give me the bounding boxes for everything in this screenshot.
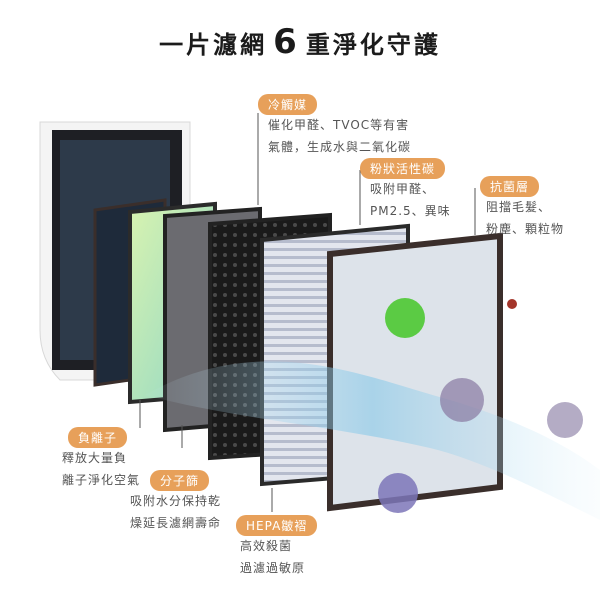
desc-activated-carbon: 吸附甲醛、 PM2.5、異味	[370, 178, 451, 222]
desc-line: 催化甲醛、TVOC等有害	[268, 118, 410, 132]
airflow-stream	[145, 361, 600, 520]
desc-line: 離子淨化空氣	[62, 473, 141, 487]
badge-hepa: HEPA皺褶	[236, 515, 318, 536]
desc-line: 過濾過敏原	[240, 561, 306, 575]
desc-line: 吸附甲醛、	[370, 182, 436, 196]
title-post: 重淨化守護	[305, 31, 441, 59]
desc-line: 氣體，生成水與二氧化碳	[268, 140, 412, 154]
bacteria-icon	[547, 402, 583, 438]
title-pre: 一片濾網	[159, 31, 268, 59]
desc-line: 阻擋毛髮、	[486, 200, 552, 214]
leader-lines	[139, 113, 476, 512]
badge-negative-ion: 負離子	[68, 427, 128, 448]
badge-activated-carbon: 粉狀活性碳	[360, 158, 446, 179]
badge-antibacterial: 抗菌層	[480, 176, 540, 197]
desc-line: 高效殺菌	[240, 539, 293, 553]
desc-negative-ion: 釋放大量負 離子淨化空氣	[62, 447, 140, 491]
desc-molecular-sieve: 吸附水分保持乾 燥延長濾網壽命	[130, 490, 221, 534]
bacteria-icon	[385, 298, 425, 338]
bacteria-icon	[440, 378, 484, 422]
desc-cold-catalyst: 催化甲醛、TVOC等有害 氣體，生成水與二氧化碳	[268, 114, 411, 158]
desc-line: PM2.5、異味	[370, 204, 451, 218]
title-number: 6	[273, 22, 300, 62]
desc-antibacterial: 阻擋毛髮、 粉塵、顆粒物	[486, 196, 564, 240]
desc-line: 釋放大量負	[62, 451, 128, 465]
desc-line: 粉塵、顆粒物	[486, 222, 565, 236]
particle-icon	[507, 299, 517, 309]
desc-line: 燥延長濾網壽命	[130, 516, 222, 530]
desc-hepa: 高效殺菌 過濾過敏原	[240, 535, 305, 579]
desc-line: 吸附水分保持乾	[130, 494, 222, 508]
bacteria-icon	[378, 473, 418, 513]
badge-cold-catalyst: 冷觸媒	[258, 94, 318, 115]
badge-molecular-sieve: 分子篩	[150, 470, 210, 491]
